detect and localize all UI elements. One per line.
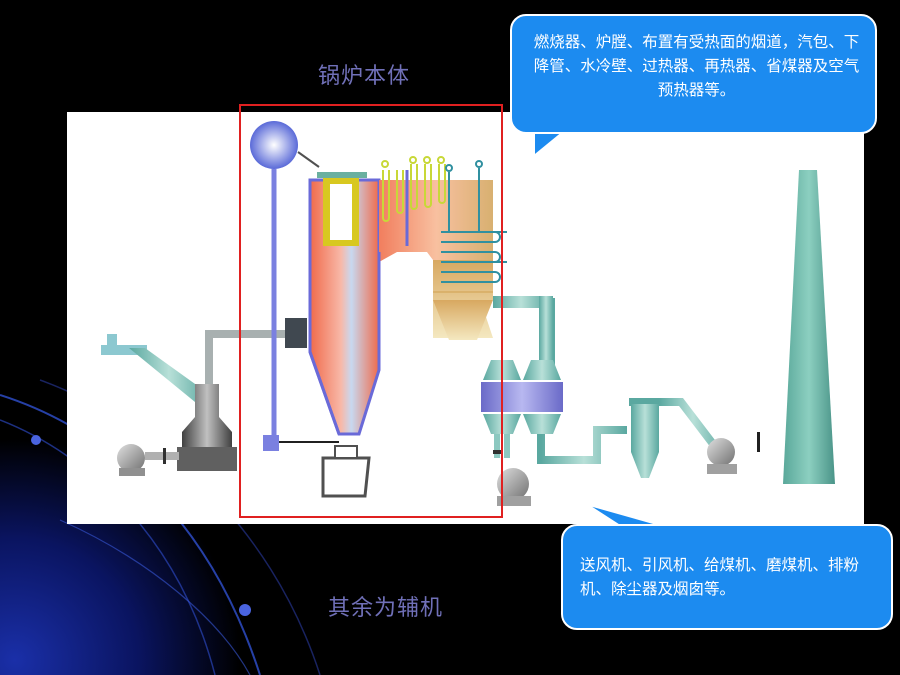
- induced-draft-fan: [707, 432, 791, 474]
- primary-air-fan: [117, 444, 179, 476]
- air-preheater-rotor: [481, 382, 563, 412]
- boiler-body-frame: [239, 104, 503, 518]
- coal-mill: [182, 384, 232, 447]
- chimney: [783, 170, 835, 484]
- boiler-diagram-panel: [67, 112, 864, 524]
- dust-collector-body: [631, 404, 659, 452]
- coal-feeder-hopper: [101, 345, 147, 355]
- back-pass-hopper: [433, 300, 493, 340]
- forced-draft-fan: [497, 468, 531, 506]
- auxiliaries-title: 其余为辅机: [328, 596, 444, 621]
- auxiliary-components-callout: 送风机、引风机、给煤机、磨煤机、排粉机、除尘器及烟囱等。: [561, 524, 893, 630]
- furnace-hopper-left: [308, 351, 341, 435]
- boiler-components-callout: 燃烧器、炉膛、布置有受热面的烟道，汽包、下降管、水冷壁、过热器、再热器、省煤器及…: [510, 14, 877, 134]
- boiler-system-diagram: [101, 121, 835, 506]
- swoosh-line: [59, 519, 251, 675]
- boiler-body-title: 锅炉本体: [318, 64, 411, 89]
- decor-dot: [31, 435, 41, 445]
- flue-gas-path: [367, 156, 507, 340]
- furnace: [308, 172, 381, 498]
- steam-drum: [250, 121, 298, 169]
- air-preheater: [481, 360, 563, 458]
- steam-drum-system: [250, 121, 339, 451]
- burner: [285, 318, 307, 348]
- decor-dot: [239, 604, 251, 616]
- boiler-components-text: 燃烧器、炉膛、布置有受热面的烟道，汽包、下降管、水冷壁、过热器、再热器、省煤器及…: [533, 33, 860, 99]
- flue-duct-to-dust-collector: [537, 426, 627, 464]
- coal-chute: [129, 348, 209, 402]
- economizer-coils: [441, 160, 507, 283]
- auxiliary-components-text: 送风机、引风机、给煤机、磨煤机、排粉机、除尘器及烟囱等。: [580, 556, 860, 598]
- superheater-coils: [381, 156, 446, 222]
- lower-header: [263, 435, 279, 451]
